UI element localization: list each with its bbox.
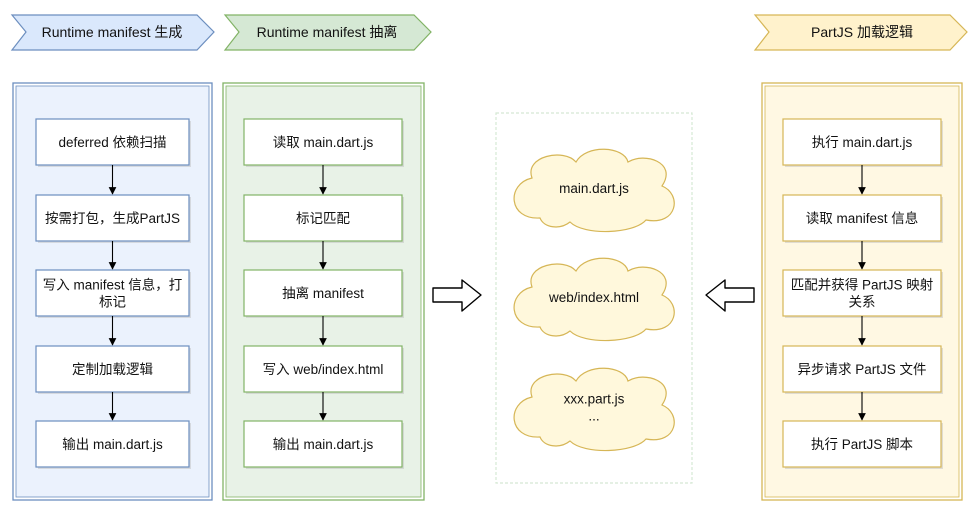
right-block-arrow <box>432 279 482 312</box>
cloud-3: xxx.part.js... <box>513 367 675 452</box>
step-rect <box>782 345 942 393</box>
header-load: PartJS 加载逻辑 <box>753 14 968 51</box>
cloud-1: main.dart.js <box>513 148 675 233</box>
step-rect <box>35 118 190 166</box>
step-label: 定制加载逻辑 <box>72 362 153 377</box>
step-rect <box>243 118 403 166</box>
step-box-load-5: 执行 PartJS 脚本 <box>782 420 943 469</box>
column-generate-panel <box>12 82 213 501</box>
step-label: 标记匹配 <box>296 211 350 226</box>
step-box-generate-3: 写入 manifest 信息，打标记 <box>35 269 191 318</box>
step-box-load-1: 执行 main.dart.js <box>782 118 943 167</box>
header-generate-label: Runtime manifest 生成 <box>42 24 183 40</box>
step-label: 执行 PartJS 脚本 <box>811 437 914 452</box>
step-label: 读取 main.dart.js <box>273 135 374 150</box>
step-rect <box>243 345 403 393</box>
step-box-load-4: 异步请求 PartJS 文件 <box>782 345 943 394</box>
step-label: 读取 manifest 信息 <box>806 210 919 226</box>
step-label: 异步请求 PartJS 文件 <box>797 362 926 377</box>
cloud-2: web/index.html <box>513 257 675 342</box>
step-label: 按需打包，生成PartJS <box>45 210 180 226</box>
clouds-layer: main.dart.js web/index.html xxx.part.js... <box>513 148 675 452</box>
cloud-shape <box>513 257 675 342</box>
step-rect <box>243 269 403 317</box>
step-box-extract-2: 标记匹配 <box>243 194 404 243</box>
step-rect <box>782 269 942 317</box>
header-load-shape <box>753 14 968 51</box>
step-rect <box>782 118 942 166</box>
cloud-label: xxx.part.js <box>564 392 625 407</box>
cloud-label: web/index.html <box>548 290 639 305</box>
step-rect <box>35 420 190 468</box>
step-box-generate-2: 按需打包，生成PartJS <box>35 194 191 243</box>
step-rect <box>243 194 403 242</box>
header-extract-shape <box>223 14 432 51</box>
step-box-generate-4: 定制加载逻辑 <box>35 345 191 394</box>
header-extract: Runtime manifest 抽离 <box>223 14 432 51</box>
step-label: 写入 web/index.html <box>263 362 384 377</box>
step-label: 关系 <box>849 295 876 310</box>
step-rect <box>782 420 942 468</box>
step-label: deferred 依赖扫描 <box>58 135 166 150</box>
header-generate: Runtime manifest 生成 <box>10 14 215 51</box>
step-box-extract-4: 写入 web/index.html <box>243 345 404 394</box>
step-box-extract-5: 输出 main.dart.js <box>243 420 404 469</box>
cloud-label: main.dart.js <box>559 181 629 196</box>
step-label: 输出 main.dart.js <box>273 437 374 452</box>
step-box-extract-3: 抽离 manifest <box>243 269 404 318</box>
left-block-arrow <box>705 279 755 312</box>
step-rect <box>243 420 403 468</box>
step-label: 输出 main.dart.js <box>62 437 163 452</box>
step-box-generate-5: 输出 main.dart.js <box>35 420 191 469</box>
step-box-generate-1: deferred 依赖扫描 <box>35 118 191 167</box>
step-label: 抽离 manifest <box>282 285 364 301</box>
column-load-panel <box>761 82 963 501</box>
step-label: 写入 manifest 信息，打 <box>43 277 183 293</box>
column-extract-panel <box>222 82 425 501</box>
header-generate-shape <box>10 14 215 51</box>
step-label: 执行 main.dart.js <box>812 135 913 150</box>
cloud-shape <box>513 148 675 233</box>
cloud-label: ... <box>588 409 599 424</box>
step-box-extract-1: 读取 main.dart.js <box>243 118 404 167</box>
step-box-load-2: 读取 manifest 信息 <box>782 194 943 243</box>
cloud-shape <box>513 367 675 452</box>
header-extract-label: Runtime manifest 抽离 <box>257 24 398 40</box>
header-load-label: PartJS 加载逻辑 <box>811 24 913 40</box>
step-rect <box>35 194 190 242</box>
step-label: 标记 <box>99 295 126 310</box>
step-label: 匹配并获得 PartJS 映射 <box>791 277 934 293</box>
step-rect <box>35 345 190 393</box>
